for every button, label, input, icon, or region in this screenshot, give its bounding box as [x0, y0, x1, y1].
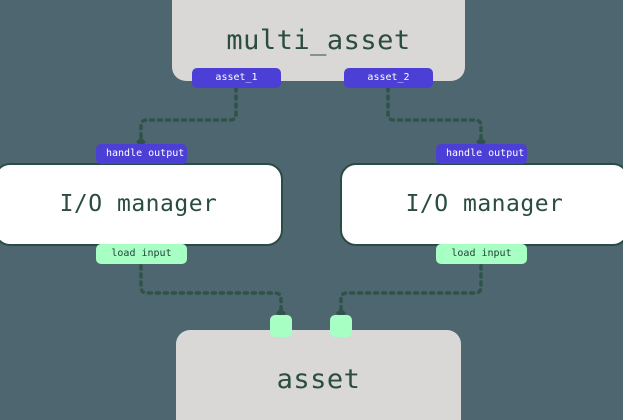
asset-input-handle-left[interactable]: [270, 315, 292, 337]
badge-load-input-right[interactable]: load input: [436, 244, 527, 264]
node-multi-asset[interactable]: multi_asset: [172, 0, 465, 81]
node-asset-label: asset: [276, 363, 361, 395]
edge-load-input-right-to-asset-handle-left: [336, 264, 483, 318]
badge-handle-output-left[interactable]: handle output: [96, 144, 187, 164]
badge-handle-output-right[interactable]: handle output: [436, 144, 527, 164]
badge-asset-2[interactable]: asset_2: [344, 68, 433, 88]
edge-asset2-to-handle-output-right: [386, 86, 486, 147]
node-io-manager-left[interactable]: I/O manager: [0, 163, 283, 246]
badge-asset-1[interactable]: asset_1: [192, 68, 281, 88]
node-asset[interactable]: asset: [176, 330, 461, 420]
edge-load-input-left-to-asset-handle-right: [139, 264, 286, 318]
edge-asset1-to-handle-output-left: [136, 86, 238, 147]
asset-input-handle-right[interactable]: [330, 315, 352, 337]
node-io-manager-left-label: I/O manager: [59, 191, 218, 217]
badge-load-input-left[interactable]: load input: [96, 244, 187, 264]
node-multi-asset-label: multi_asset: [226, 25, 411, 56]
node-io-manager-right-label: I/O manager: [405, 191, 564, 217]
node-io-manager-right[interactable]: I/O manager: [340, 163, 623, 246]
